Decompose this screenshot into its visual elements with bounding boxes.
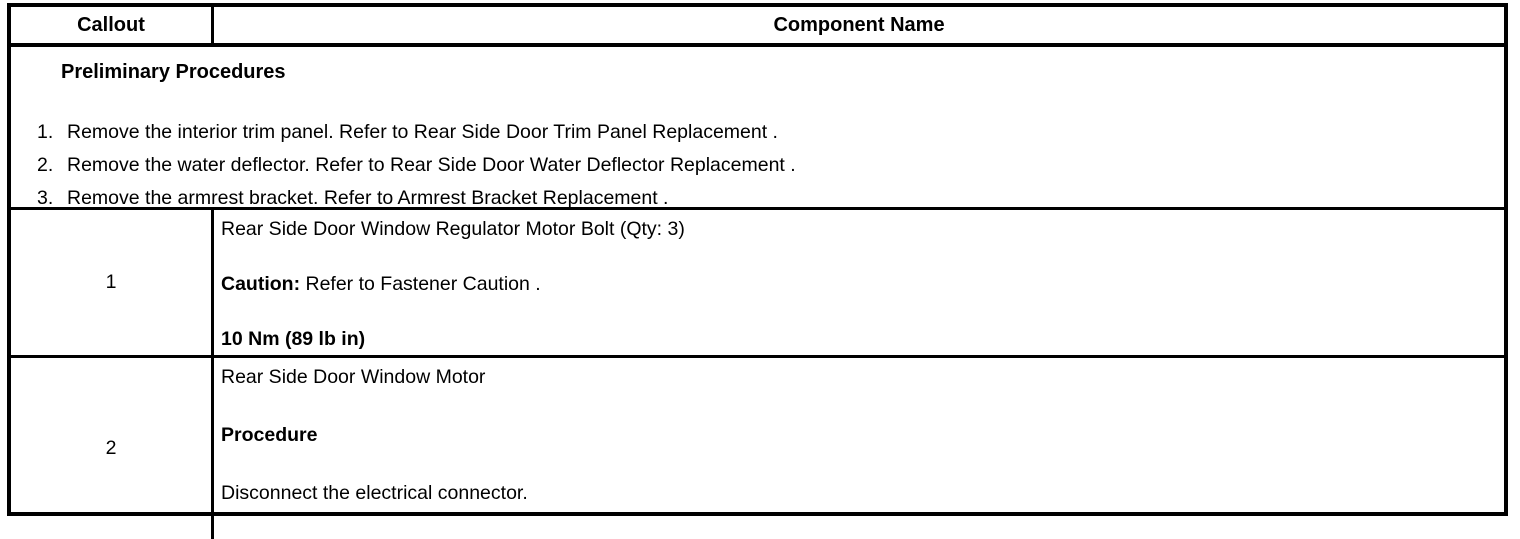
preliminary-step-1: 1. Remove the interior trim panel. Refer… xyxy=(11,116,1504,149)
step-number: 1. xyxy=(37,121,54,143)
parts-callout-table: Callout Component Name Preliminary Proce… xyxy=(7,3,1508,539)
step-number: 3. xyxy=(37,187,54,209)
step-text: Remove the interior trim panel. Refer to… xyxy=(67,121,778,143)
preliminary-step-3: 3. Remove the armrest bracket. Refer to … xyxy=(11,182,1504,215)
caution-label: Caution: xyxy=(221,273,301,295)
component-cell-1: Rear Side Door Window Regulator Motor Bo… xyxy=(214,210,1504,355)
torque-spec: 10 Nm (89 lb in) xyxy=(221,328,366,350)
header-component-name: Component Name xyxy=(214,7,1504,43)
preliminary-procedures-title: Preliminary Procedures xyxy=(61,61,286,83)
header-callout: Callout xyxy=(11,7,214,43)
step-number: 2. xyxy=(37,154,54,176)
callout-number-1: 1 xyxy=(11,210,214,355)
procedure-label: Procedure xyxy=(221,424,318,446)
caution-text: Refer to Fastener Caution . xyxy=(300,273,541,295)
step-text: Remove the water deflector. Refer to Rea… xyxy=(67,154,796,176)
header-callout-label: Callout xyxy=(77,13,145,36)
component-name-text: Rear Side Door Window Regulator Motor Bo… xyxy=(221,218,685,240)
preliminary-step-2: 2. Remove the water deflector. Refer to … xyxy=(11,149,1504,182)
table-row-callout-2: 2 Rear Side Door Window Motor Procedure … xyxy=(11,358,1504,539)
preliminary-procedures-section: Preliminary Procedures 1. Remove the int… xyxy=(11,47,1504,210)
header-component-name-label: Component Name xyxy=(773,13,945,36)
step-text: Remove the armrest bracket. Refer to Arm… xyxy=(67,187,669,209)
callout-number-2: 2 xyxy=(11,358,214,539)
component-cell-2: Rear Side Door Window Motor Procedure Di… xyxy=(214,358,1504,539)
procedure-text: Disconnect the electrical connector. xyxy=(221,482,528,504)
component-name-text: Rear Side Door Window Motor xyxy=(221,366,486,388)
table-row-callout-1: 1 Rear Side Door Window Regulator Motor … xyxy=(11,210,1504,358)
table-header-row: Callout Component Name xyxy=(11,7,1504,47)
preliminary-steps-list: 1. Remove the interior trim panel. Refer… xyxy=(11,116,1504,215)
caution-note: Caution: Refer to Fastener Caution . xyxy=(221,272,1494,296)
